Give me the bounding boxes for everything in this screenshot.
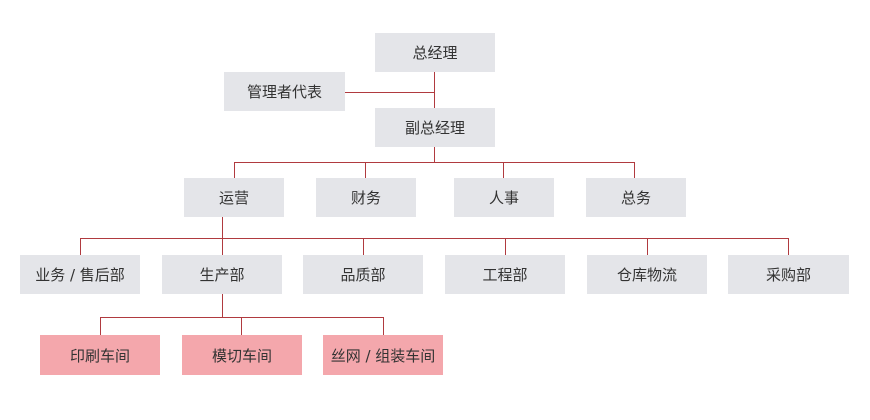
connector-unit-engineering	[505, 238, 506, 255]
connector-dept-hr	[503, 162, 504, 178]
connector-unit-sales	[80, 238, 81, 255]
management-rep-box: 管理者代表	[224, 72, 345, 111]
dept-operations-box: 运营	[184, 178, 284, 217]
connector-dept-general-affairs	[634, 162, 635, 178]
connector-dept-finance	[365, 162, 366, 178]
connector-workshop-diecut	[241, 317, 242, 335]
workshop-printing-box: 印刷车间	[40, 335, 160, 375]
unit-production-box: 生产部	[162, 255, 282, 294]
dept-general-affairs-box: 总务	[586, 178, 686, 217]
connector-dept-operations	[234, 162, 235, 178]
deputy-gm-box: 副总经理	[375, 108, 495, 147]
connector-unit-quality	[363, 238, 364, 255]
connector-gm-to-deputy	[434, 72, 435, 108]
connector-unit-warehouse	[647, 238, 648, 255]
connector-units-bar	[80, 238, 789, 239]
workshop-diecutting-box: 模切车间	[182, 335, 302, 375]
connector-deputy-down	[434, 147, 435, 162]
connector-workshop-screen	[383, 317, 384, 335]
unit-purchasing-box: 采购部	[728, 255, 849, 294]
dept-finance-box: 财务	[316, 178, 416, 217]
connector-production-down	[222, 294, 223, 317]
unit-quality-box: 品质部	[303, 255, 423, 294]
unit-engineering-box: 工程部	[445, 255, 565, 294]
connector-operations-down	[222, 217, 223, 238]
connector-departments-bar	[234, 162, 635, 163]
connector-unit-production	[222, 238, 223, 255]
dept-hr-box: 人事	[454, 178, 554, 217]
unit-warehouse-logistics-box: 仓库物流	[587, 255, 707, 294]
unit-sales-aftersales-box: 业务 / 售后部	[20, 255, 140, 294]
connector-workshops-bar	[100, 317, 384, 318]
workshop-screen-assembly-box: 丝网 / 组装车间	[323, 335, 443, 375]
general-manager-box: 总经理	[375, 33, 495, 72]
connector-workshop-printing	[100, 317, 101, 335]
connector-unit-purchasing	[788, 238, 789, 255]
connector-management-rep	[345, 92, 435, 93]
